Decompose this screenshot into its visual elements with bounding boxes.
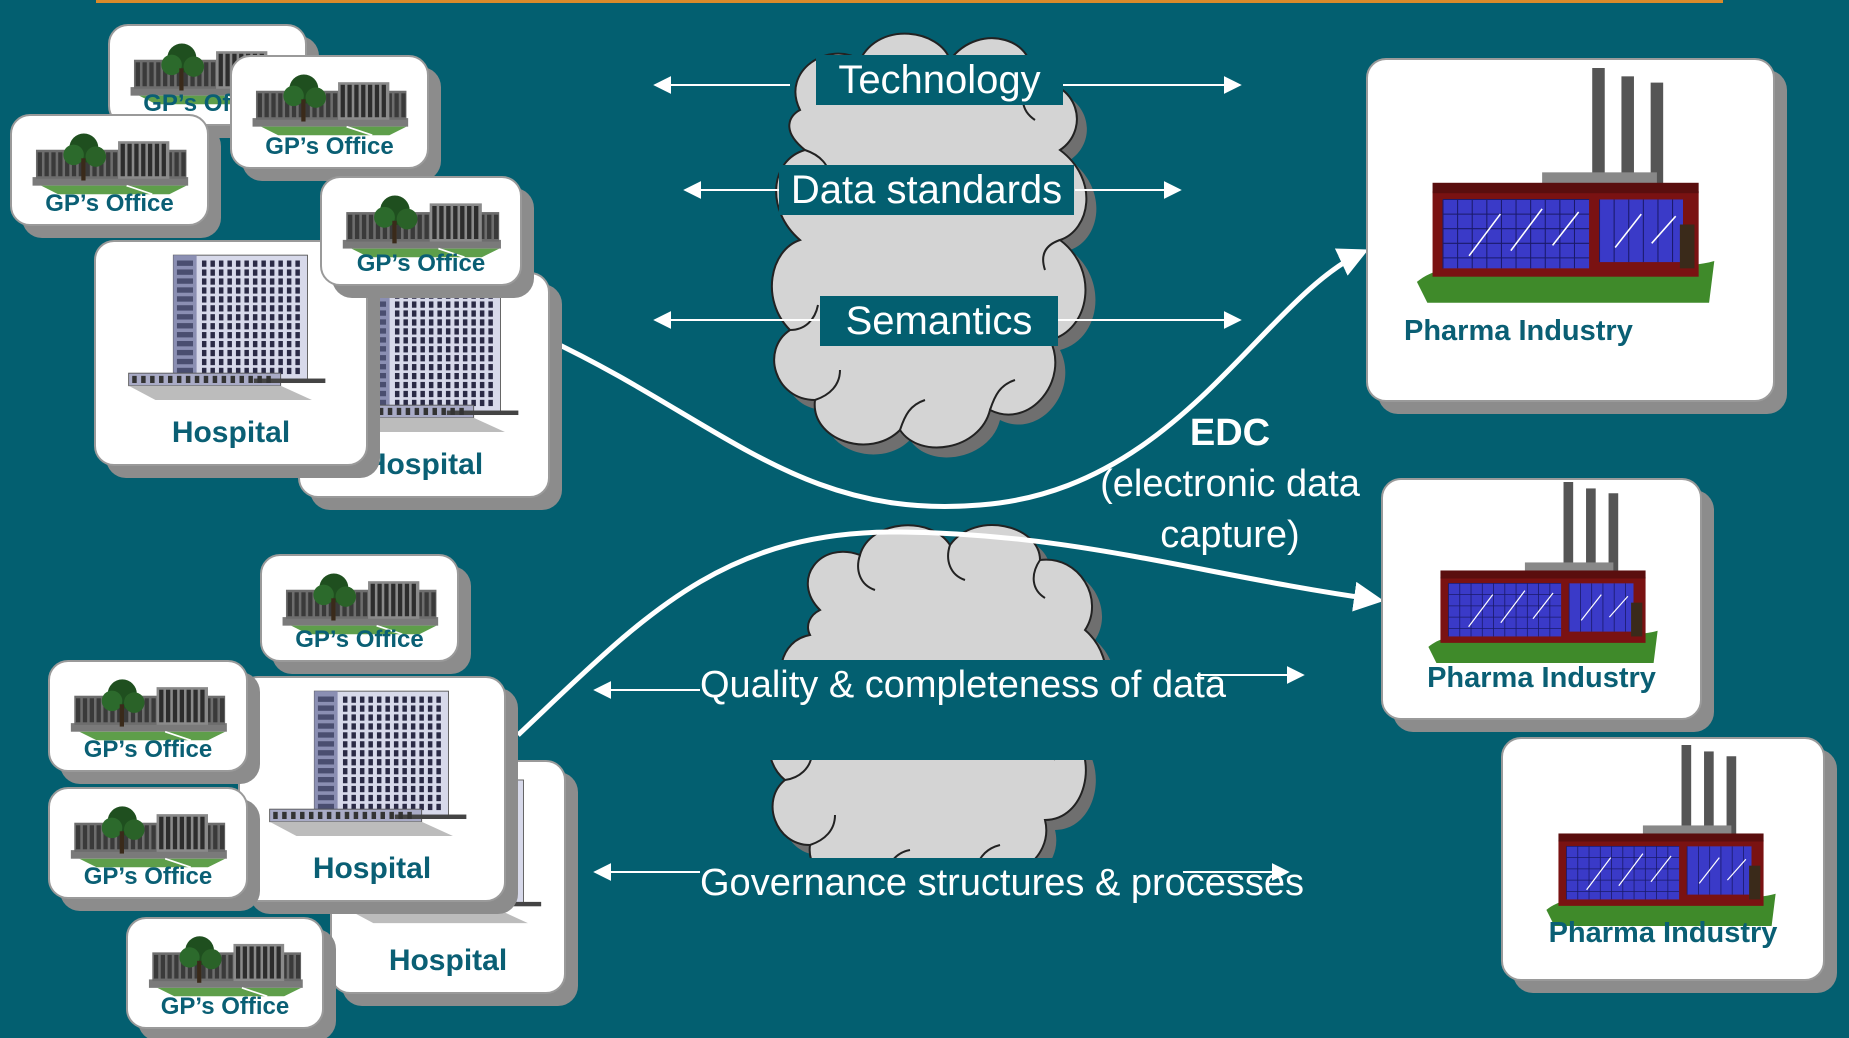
gp-office-card: GP’s Office — [48, 787, 248, 899]
hospital-label: Hospital — [312, 852, 432, 885]
gp-office-label: GP’s Office — [356, 250, 486, 277]
hospital-card: Hospital — [238, 676, 506, 902]
office-building-icon — [322, 178, 520, 284]
hospital-card: Hospital — [94, 240, 368, 466]
office-building-icon — [12, 116, 207, 224]
pharma-card: Pharma Industry — [1381, 478, 1702, 720]
hospital-building-icon — [96, 242, 366, 464]
office-building-icon — [50, 789, 246, 897]
factory-icon — [1368, 60, 1773, 400]
edc-curve-bottom — [516, 529, 1384, 737]
gp-office-label: GP’s Office — [83, 736, 213, 763]
pharma-label: Pharma Industry — [1427, 662, 1656, 694]
office-building-icon — [128, 919, 322, 1027]
gp-office-label: GP’s Office — [265, 133, 394, 160]
pharma-label: Pharma Industry — [1404, 315, 1633, 347]
gp-office-card: GP’s Office — [230, 55, 429, 169]
arrows-top — [653, 76, 1242, 329]
label-governance: Governance structures & processes — [700, 862, 1305, 904]
gp-office-label: GP’s Office — [295, 626, 424, 653]
edc-title: EDC — [1189, 412, 1271, 454]
gp-office-card: GP’s Office — [126, 917, 324, 1029]
governance-box: Governance structures & processes — [700, 858, 1305, 958]
label-data-standards: Data standards — [779, 165, 1074, 215]
edc-label: EDC (electronic data capture) — [1080, 408, 1380, 561]
pharma-label: Pharma Industry — [1548, 917, 1778, 949]
hospital-label: Hospital — [388, 944, 508, 977]
gp-office-card: GP’s Office — [260, 554, 459, 662]
gp-office-card: GP’s Office — [48, 660, 248, 772]
pharma-card: Pharma Industry — [1366, 58, 1775, 402]
gp-office-label: GP’s Office — [160, 993, 290, 1020]
hospital-building-icon — [240, 678, 504, 900]
arrows-bottom — [593, 666, 1305, 881]
hospital-building-icon — [300, 274, 548, 496]
gp-office-card: GP’s Office — [320, 176, 522, 286]
office-building-icon — [50, 662, 246, 770]
office-building-icon — [232, 57, 427, 167]
gp-office-label: GP’s Office — [83, 863, 213, 890]
edc-curve-top — [543, 248, 1369, 509]
label-semantics: Semantics — [820, 296, 1058, 346]
gp-office-card: GP’s Office — [10, 114, 209, 226]
factory-icon — [1503, 739, 1823, 979]
hospital-label: Hospital — [171, 416, 291, 449]
label-technology: Technology — [816, 55, 1063, 105]
gp-office-label: GP’s Office — [45, 190, 174, 217]
edc-subtitle: (electronic data capture) — [1100, 463, 1360, 556]
pharma-card: Pharma Industry — [1501, 737, 1825, 981]
quality-box: Quality & completeness of data — [700, 660, 1226, 760]
factory-icon — [1383, 480, 1700, 718]
office-building-icon — [262, 556, 457, 660]
hospital-label: Hospital — [364, 448, 484, 481]
label-quality: Quality & completeness of data — [700, 664, 1226, 706]
accent-line — [96, 0, 1723, 3]
